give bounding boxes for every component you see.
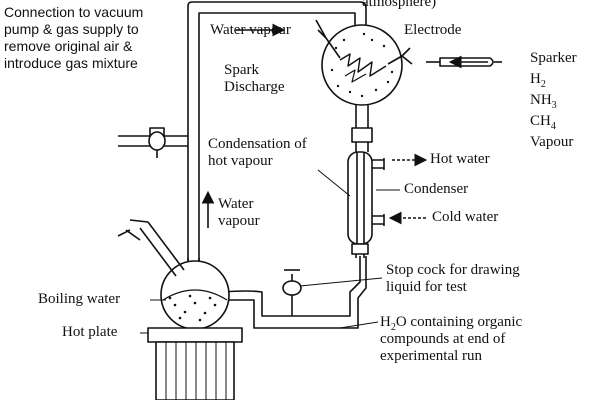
label-sparker: Sparker (530, 50, 577, 66)
label-gas-nh3: NH3 (530, 92, 557, 111)
label-cold-water: Cold water (432, 209, 499, 225)
label-condensation: Condensation of hot vapour (208, 136, 307, 169)
spark-flask (315, 19, 413, 152)
label-stopcock: Stop cock for drawing liquid for test (386, 262, 520, 295)
label-gas-vapour: Vapour (530, 134, 574, 150)
leader-h2o (339, 321, 379, 329)
label-atmosphere: atmosphere) (362, 0, 437, 10)
label-boiling-water: Boiling water (38, 291, 121, 307)
label-condenser: Condenser (404, 181, 469, 197)
label-h2o-organic: H2O containing organic compounds at end … (380, 314, 523, 364)
label-water-vapour-top: Water vapour (210, 22, 291, 38)
condenser (347, 151, 385, 258)
top-tube (187, 1, 367, 302)
label-h2o-line1: H2O containing organic (380, 314, 523, 333)
flask-droplets (330, 32, 394, 98)
label-water-vapour-side: Water vapour (218, 196, 260, 229)
boiling-bubbles (168, 294, 217, 322)
boiling-flask (117, 219, 230, 330)
label-gas-ch4: CH4 (530, 113, 556, 132)
vacuum-side-tube (118, 127, 188, 158)
label-hot-plate: Hot plate (62, 324, 118, 340)
label-spark-discharge: Spark Discharge (224, 62, 285, 95)
label-gas-h2: H2 (530, 71, 546, 90)
leader-condensation (317, 169, 351, 197)
u-trap (221, 256, 367, 329)
label-vacuum-connection: Connection to vacuum pump & gas supply t… (4, 4, 144, 71)
hot-plate (147, 327, 243, 400)
leader-stopcock (299, 277, 383, 287)
label-electrode: Electrode (404, 22, 462, 38)
label-sparker-gases: Sparker H2 NH3 CH4 Vapour (530, 48, 577, 153)
label-hot-water: Hot water (430, 151, 490, 167)
